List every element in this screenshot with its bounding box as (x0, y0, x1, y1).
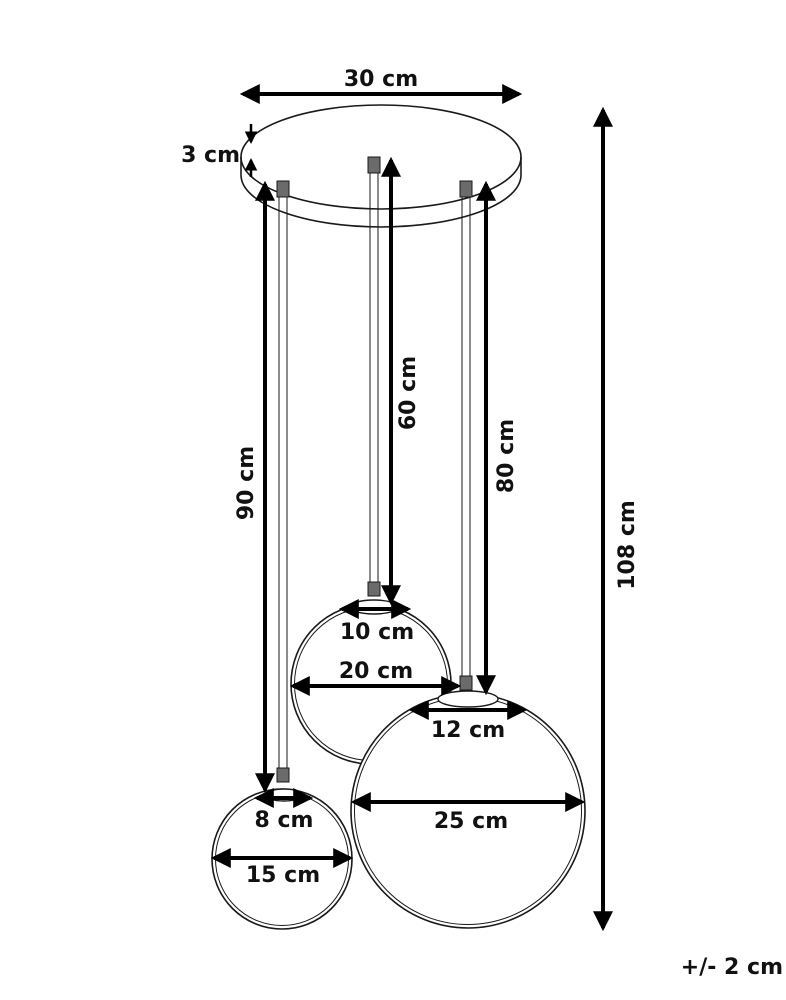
cord-medium (367, 156, 381, 597)
label-neck-small: 8 cm (255, 808, 314, 833)
label-neck-large: 12 cm (431, 718, 505, 743)
label-tolerance: +/- 2 cm (681, 955, 783, 980)
label-neck-medium: 10 cm (340, 620, 414, 645)
neck-large (437, 690, 499, 708)
label-cord-medium: 60 cm (396, 356, 421, 430)
label-base-diameter: 30 cm (344, 67, 418, 92)
label-globe-large: 25 cm (434, 809, 508, 834)
label-globe-small: 15 cm (246, 863, 320, 888)
label-globe-medium: 20 cm (339, 659, 413, 684)
label-base-height: 3 cm (181, 143, 240, 168)
label-cord-large: 80 cm (494, 419, 519, 493)
cord-small (276, 180, 290, 783)
ceiling-canopy (240, 104, 522, 228)
label-total-height: 108 cm (615, 500, 640, 590)
cord-large (459, 180, 473, 691)
label-cord-small: 90 cm (234, 446, 259, 520)
